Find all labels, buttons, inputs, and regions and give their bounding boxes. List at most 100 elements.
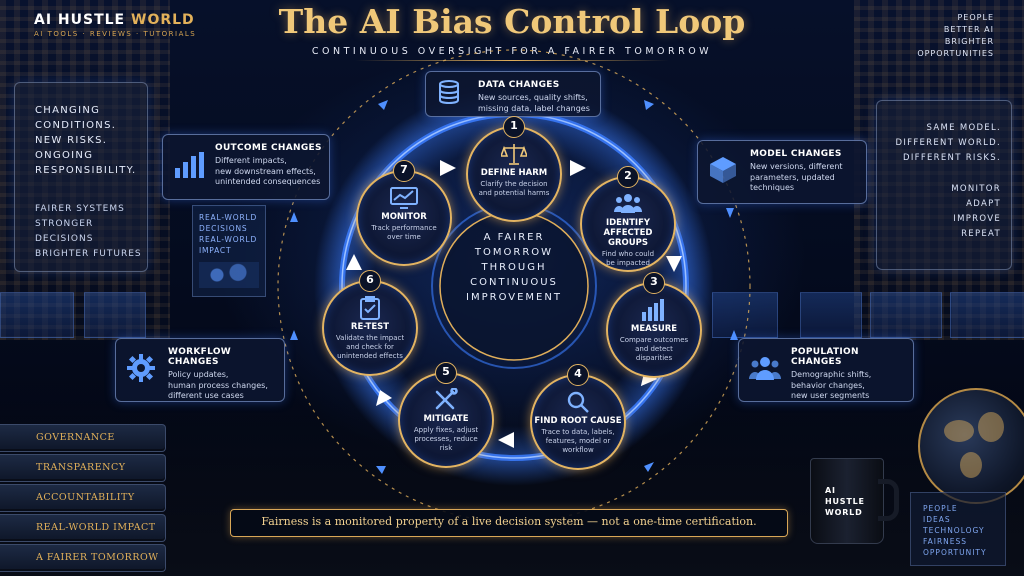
note-line: PEOPLE xyxy=(923,504,958,513)
workflow-changes-box: WORKFLOW CHANGES Policy updates,human pr… xyxy=(115,338,285,402)
step-desc: be impacted xyxy=(606,259,650,267)
box-title: DATA CHANGES xyxy=(478,80,560,90)
data-changes-box: DATA CHANGES New sources, quality shifts… xyxy=(425,71,601,117)
panel-subline: STRONGER DECISIONS xyxy=(35,219,94,244)
box-desc: Different impacts, xyxy=(215,156,287,165)
background-monitor xyxy=(0,292,74,338)
mug-text: WORLD xyxy=(825,508,863,517)
mug-text: HUSTLE xyxy=(825,497,865,506)
panel-subline: FAIRER SYSTEMS xyxy=(35,204,125,214)
subtitle-divider xyxy=(355,60,669,61)
panel-line: RESPONSIBILITY. xyxy=(35,165,137,176)
step-desc: Track performance xyxy=(371,224,437,232)
box-desc: different use cases xyxy=(168,391,244,400)
step-desc: Compare outcomes xyxy=(619,336,689,344)
step-desc: Validate the impact xyxy=(335,334,405,342)
step-desc: workflow xyxy=(562,446,594,454)
step-desc: and detect disparities xyxy=(635,345,673,362)
center-line: THROUGH xyxy=(481,262,547,273)
note-line: IDEAS xyxy=(923,515,951,524)
step-desc: Trace to data, labels, xyxy=(541,428,615,436)
step-identify-affected-groups: 2 IDENTIFY AFFECTED GROUPS Find who coul… xyxy=(580,166,676,272)
panel-line: NEW RISKS. xyxy=(35,135,108,146)
step-desc: and check for xyxy=(346,343,394,351)
box-desc: new user segments xyxy=(791,391,870,400)
step-desc: and potential harms xyxy=(478,189,550,197)
page-title: The AI Bias Control Loop xyxy=(278,2,746,41)
brand-logo: AI HUSTLE WORLD AI TOOLS · REVIEWS · TUT… xyxy=(34,12,196,38)
arrow-icon xyxy=(666,256,682,272)
mug-text: AI xyxy=(825,486,836,495)
panel-subline: REPEAT xyxy=(961,229,1001,239)
magnifier-icon xyxy=(532,390,624,414)
note-line: PEOPLE xyxy=(957,13,994,22)
note-line: BRIGHTER xyxy=(944,37,994,46)
panel-subline: ADAPT xyxy=(966,199,1001,209)
left-glass-panel: CHANGING CONDITIONS. NEW RISKS. ONGOING … xyxy=(14,82,148,272)
step-desc: features, model or xyxy=(545,437,611,445)
arrow-icon xyxy=(644,100,654,110)
step-number: 4 xyxy=(567,364,589,386)
step-desc: Find who could xyxy=(601,250,655,258)
step-number: 7 xyxy=(393,160,415,182)
right-glass-panel: SAME MODEL. DIFFERENT WORLD. DIFFERENT R… xyxy=(876,100,1012,270)
note-line: FAIRNESS xyxy=(923,537,968,546)
book-spine: GOVERNANCE xyxy=(0,424,166,452)
center-line: A FAIRER xyxy=(483,232,545,243)
panel-line: REAL-WORLD xyxy=(199,213,258,222)
panel-line: DIFFERENT WORLD. xyxy=(895,138,1001,148)
background-monitor xyxy=(870,292,942,338)
arrow-icon xyxy=(376,466,386,474)
arrow-icon xyxy=(644,462,654,472)
center-line: CONTINUOUS xyxy=(470,277,558,288)
box-desc: Demographic shifts, xyxy=(791,370,872,379)
note-line: OPPORTUNITIES xyxy=(917,49,994,58)
background-monitor xyxy=(84,292,146,338)
box-desc: human process changes, xyxy=(168,380,268,390)
box-title: OUTCOME CHANGES xyxy=(215,143,322,153)
step-desc: Clarify the decision xyxy=(480,180,548,188)
step-desc: Apply fixes, adjust xyxy=(413,426,479,434)
center-message: A FAIRER TOMORROW THROUGH CONTINUOUS IMP… xyxy=(440,230,588,346)
cube-icon xyxy=(708,155,738,189)
note-line: BETTER AI xyxy=(943,25,994,34)
tools-icon xyxy=(400,387,492,412)
step-desc: processes, reduce risk xyxy=(414,435,478,452)
box-desc: Policy updates, xyxy=(168,370,229,379)
step-title: MEASURE xyxy=(630,324,678,334)
outer-arrows xyxy=(290,100,738,474)
panel-subline: IMPROVE xyxy=(953,214,1001,224)
background-monitor xyxy=(800,292,862,338)
step-number: 2 xyxy=(617,166,639,188)
box-desc: behavior changes, xyxy=(791,380,865,390)
clipboard-icon xyxy=(324,296,416,320)
population-changes-box: POPULATION CHANGES Demographic shifts,be… xyxy=(738,338,914,402)
panel-line: IMPACT xyxy=(199,246,232,255)
arrow-icon xyxy=(376,390,392,406)
box-desc: parameters, updated xyxy=(750,172,835,182)
arrow-icon xyxy=(726,208,734,218)
book-spine: A FAIRER TOMORROW xyxy=(0,544,166,572)
box-desc: unintended consequences xyxy=(215,177,321,186)
arrow-icon xyxy=(290,330,298,340)
arrow-icon xyxy=(730,330,738,340)
real-world-panel: REAL-WORLD DECISIONS REAL-WORLD IMPACT xyxy=(192,205,266,297)
group-icon xyxy=(582,192,674,216)
box-title: WORKFLOW CHANGES xyxy=(168,347,232,367)
database-icon xyxy=(436,79,462,109)
brand-name: AI HUSTLE xyxy=(34,12,131,28)
step-find-root-cause: 4 FIND ROOT CAUSE Trace to data, labels,… xyxy=(530,364,626,470)
arrow-icon xyxy=(346,254,362,270)
arrow-icon xyxy=(378,100,388,110)
arrow-icon xyxy=(498,432,514,448)
outcome-changes-box: OUTCOME CHANGES Different impacts,new do… xyxy=(162,134,330,200)
panel-line: SAME MODEL. xyxy=(926,123,1001,133)
step-number: 6 xyxy=(359,270,381,292)
box-desc: techniques xyxy=(750,183,795,192)
step-title: RE-TEST xyxy=(350,322,390,332)
